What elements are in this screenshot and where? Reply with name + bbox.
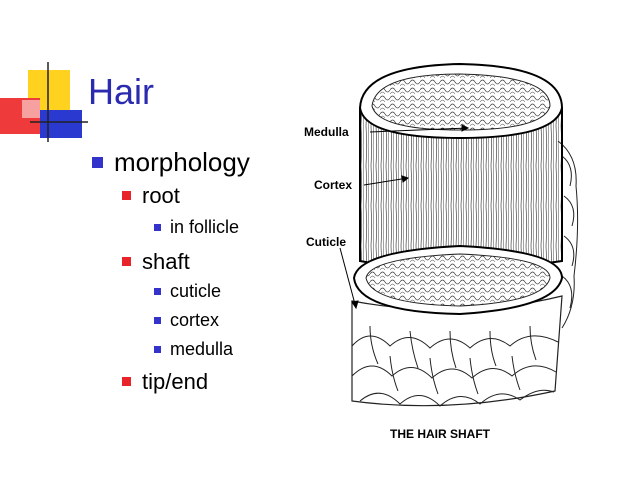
- top-cross-section: [358, 62, 564, 140]
- label-arrows: [339, 124, 470, 310]
- bullet-medulla: medulla: [154, 339, 233, 360]
- bullet-in-follicle: in follicle: [154, 217, 239, 238]
- bullet-square-icon: [122, 257, 131, 266]
- bullet-cuticle: cuticle: [154, 281, 221, 302]
- bullet-square-icon: [122, 377, 131, 386]
- bullet-square-icon: [154, 224, 161, 231]
- bullet-shaft: shaft: [122, 249, 190, 275]
- bullet-square-icon: [154, 346, 161, 353]
- bullet-tip-end: tip/end: [122, 369, 208, 395]
- bullet-square-icon: [122, 191, 131, 200]
- lower-cross-section: [352, 244, 564, 316]
- bullet-square-icon: [154, 317, 161, 324]
- bullet-cortex: cortex: [154, 310, 219, 331]
- cuticle-scales: [351, 295, 563, 407]
- side-scales: [557, 140, 579, 329]
- logo-pink-square: [22, 100, 40, 118]
- label-cuticle: Cuticle: [306, 235, 346, 249]
- slide-title: Hair: [88, 71, 155, 112]
- bullet-square-icon: [92, 157, 103, 168]
- figure-caption: THE HAIR SHAFT: [390, 427, 491, 441]
- label-cortex: Cortex: [314, 178, 352, 192]
- bullet-square-icon: [154, 288, 161, 295]
- hair-shaft-diagram: Medulla Cortex Cuticle THE HAIR SHAFT: [304, 62, 579, 441]
- bullet-morphology: morphology: [92, 147, 250, 178]
- bullet-root: root: [122, 183, 180, 209]
- logo-blue-square: [40, 110, 82, 138]
- slide-logo: [0, 62, 88, 142]
- label-medulla: Medulla: [304, 125, 349, 139]
